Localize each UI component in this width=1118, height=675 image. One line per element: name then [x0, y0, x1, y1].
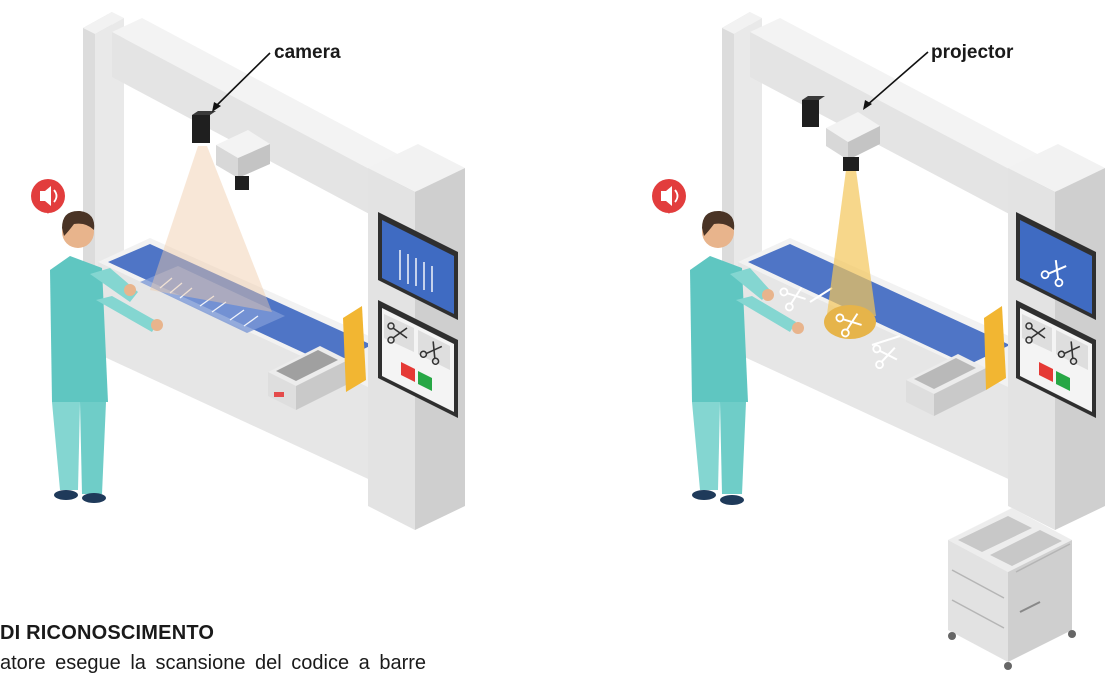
- left-projector-unit: [216, 130, 270, 190]
- projector-light-beam: [826, 170, 876, 322]
- instrument-cart: [948, 508, 1076, 670]
- projector-label: projector: [931, 42, 1014, 63]
- camera-label: camera: [274, 42, 341, 63]
- caption-title: DI RICONOSCIMENTO: [0, 622, 560, 645]
- left-station: camera: [31, 12, 465, 530]
- right-yellow-bin: [984, 306, 1006, 390]
- caption-text: atore esegue la scansione del codice a b…: [0, 652, 560, 675]
- speaker-icon: [652, 179, 686, 214]
- left-yellow-bin: [343, 306, 366, 392]
- right-station: projector: [652, 12, 1105, 670]
- speaker-icon: [31, 179, 65, 214]
